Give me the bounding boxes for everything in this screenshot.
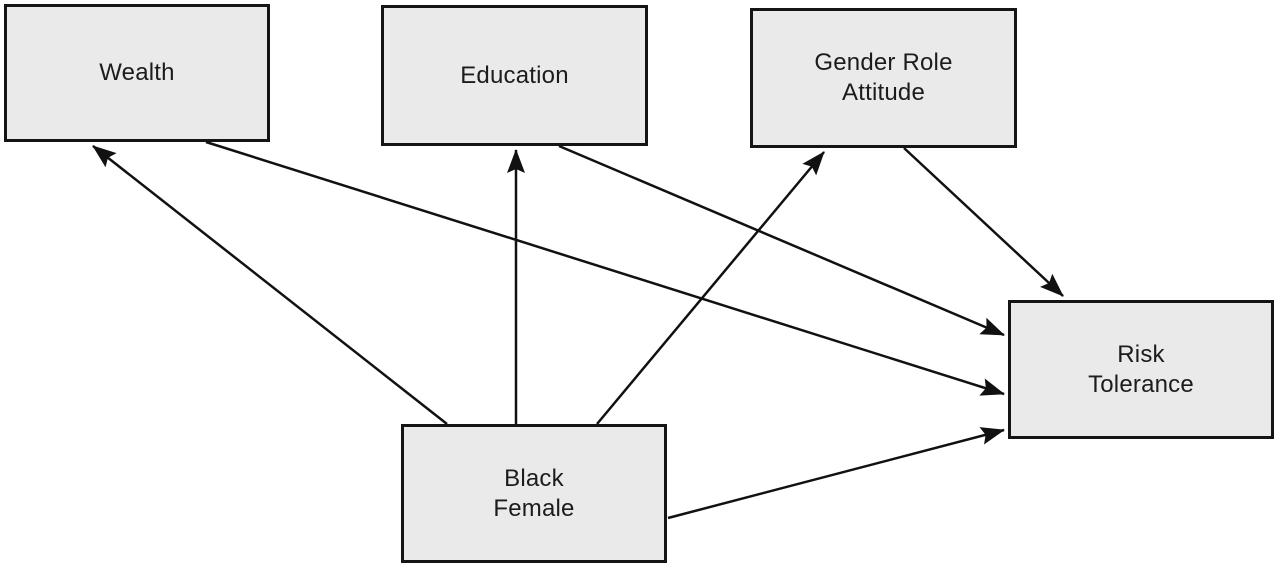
- node-black-female-label: Black Female: [493, 464, 575, 522]
- edge-gender-role-attitude-to-risk-tolerance: [903, 147, 1064, 297]
- node-risk-tolerance-label: Risk Tolerance: [1088, 340, 1194, 398]
- node-black-female: Black Female: [401, 424, 667, 563]
- edge-black-female-to-gender-role-attitude: [596, 151, 825, 425]
- node-wealth-label: Wealth: [99, 59, 175, 86]
- node-gender-role-attitude: Gender Role Attitude: [750, 8, 1017, 148]
- node-gender-role-attitude-label: Gender Role Attitude: [814, 49, 953, 106]
- node-risk-tolerance: Risk Tolerance: [1008, 300, 1274, 439]
- edge-black-female-to-wealth: [92, 145, 448, 425]
- edge-wealth-to-risk-tolerance: [205, 140, 1005, 396]
- node-education-label: Education: [460, 61, 569, 89]
- edge-education-to-risk-tolerance: [558, 144, 1005, 337]
- edge-black-female-to-risk-tolerance: [667, 427, 1005, 520]
- node-education: Education: [381, 5, 648, 146]
- node-wealth: Wealth: [4, 4, 270, 142]
